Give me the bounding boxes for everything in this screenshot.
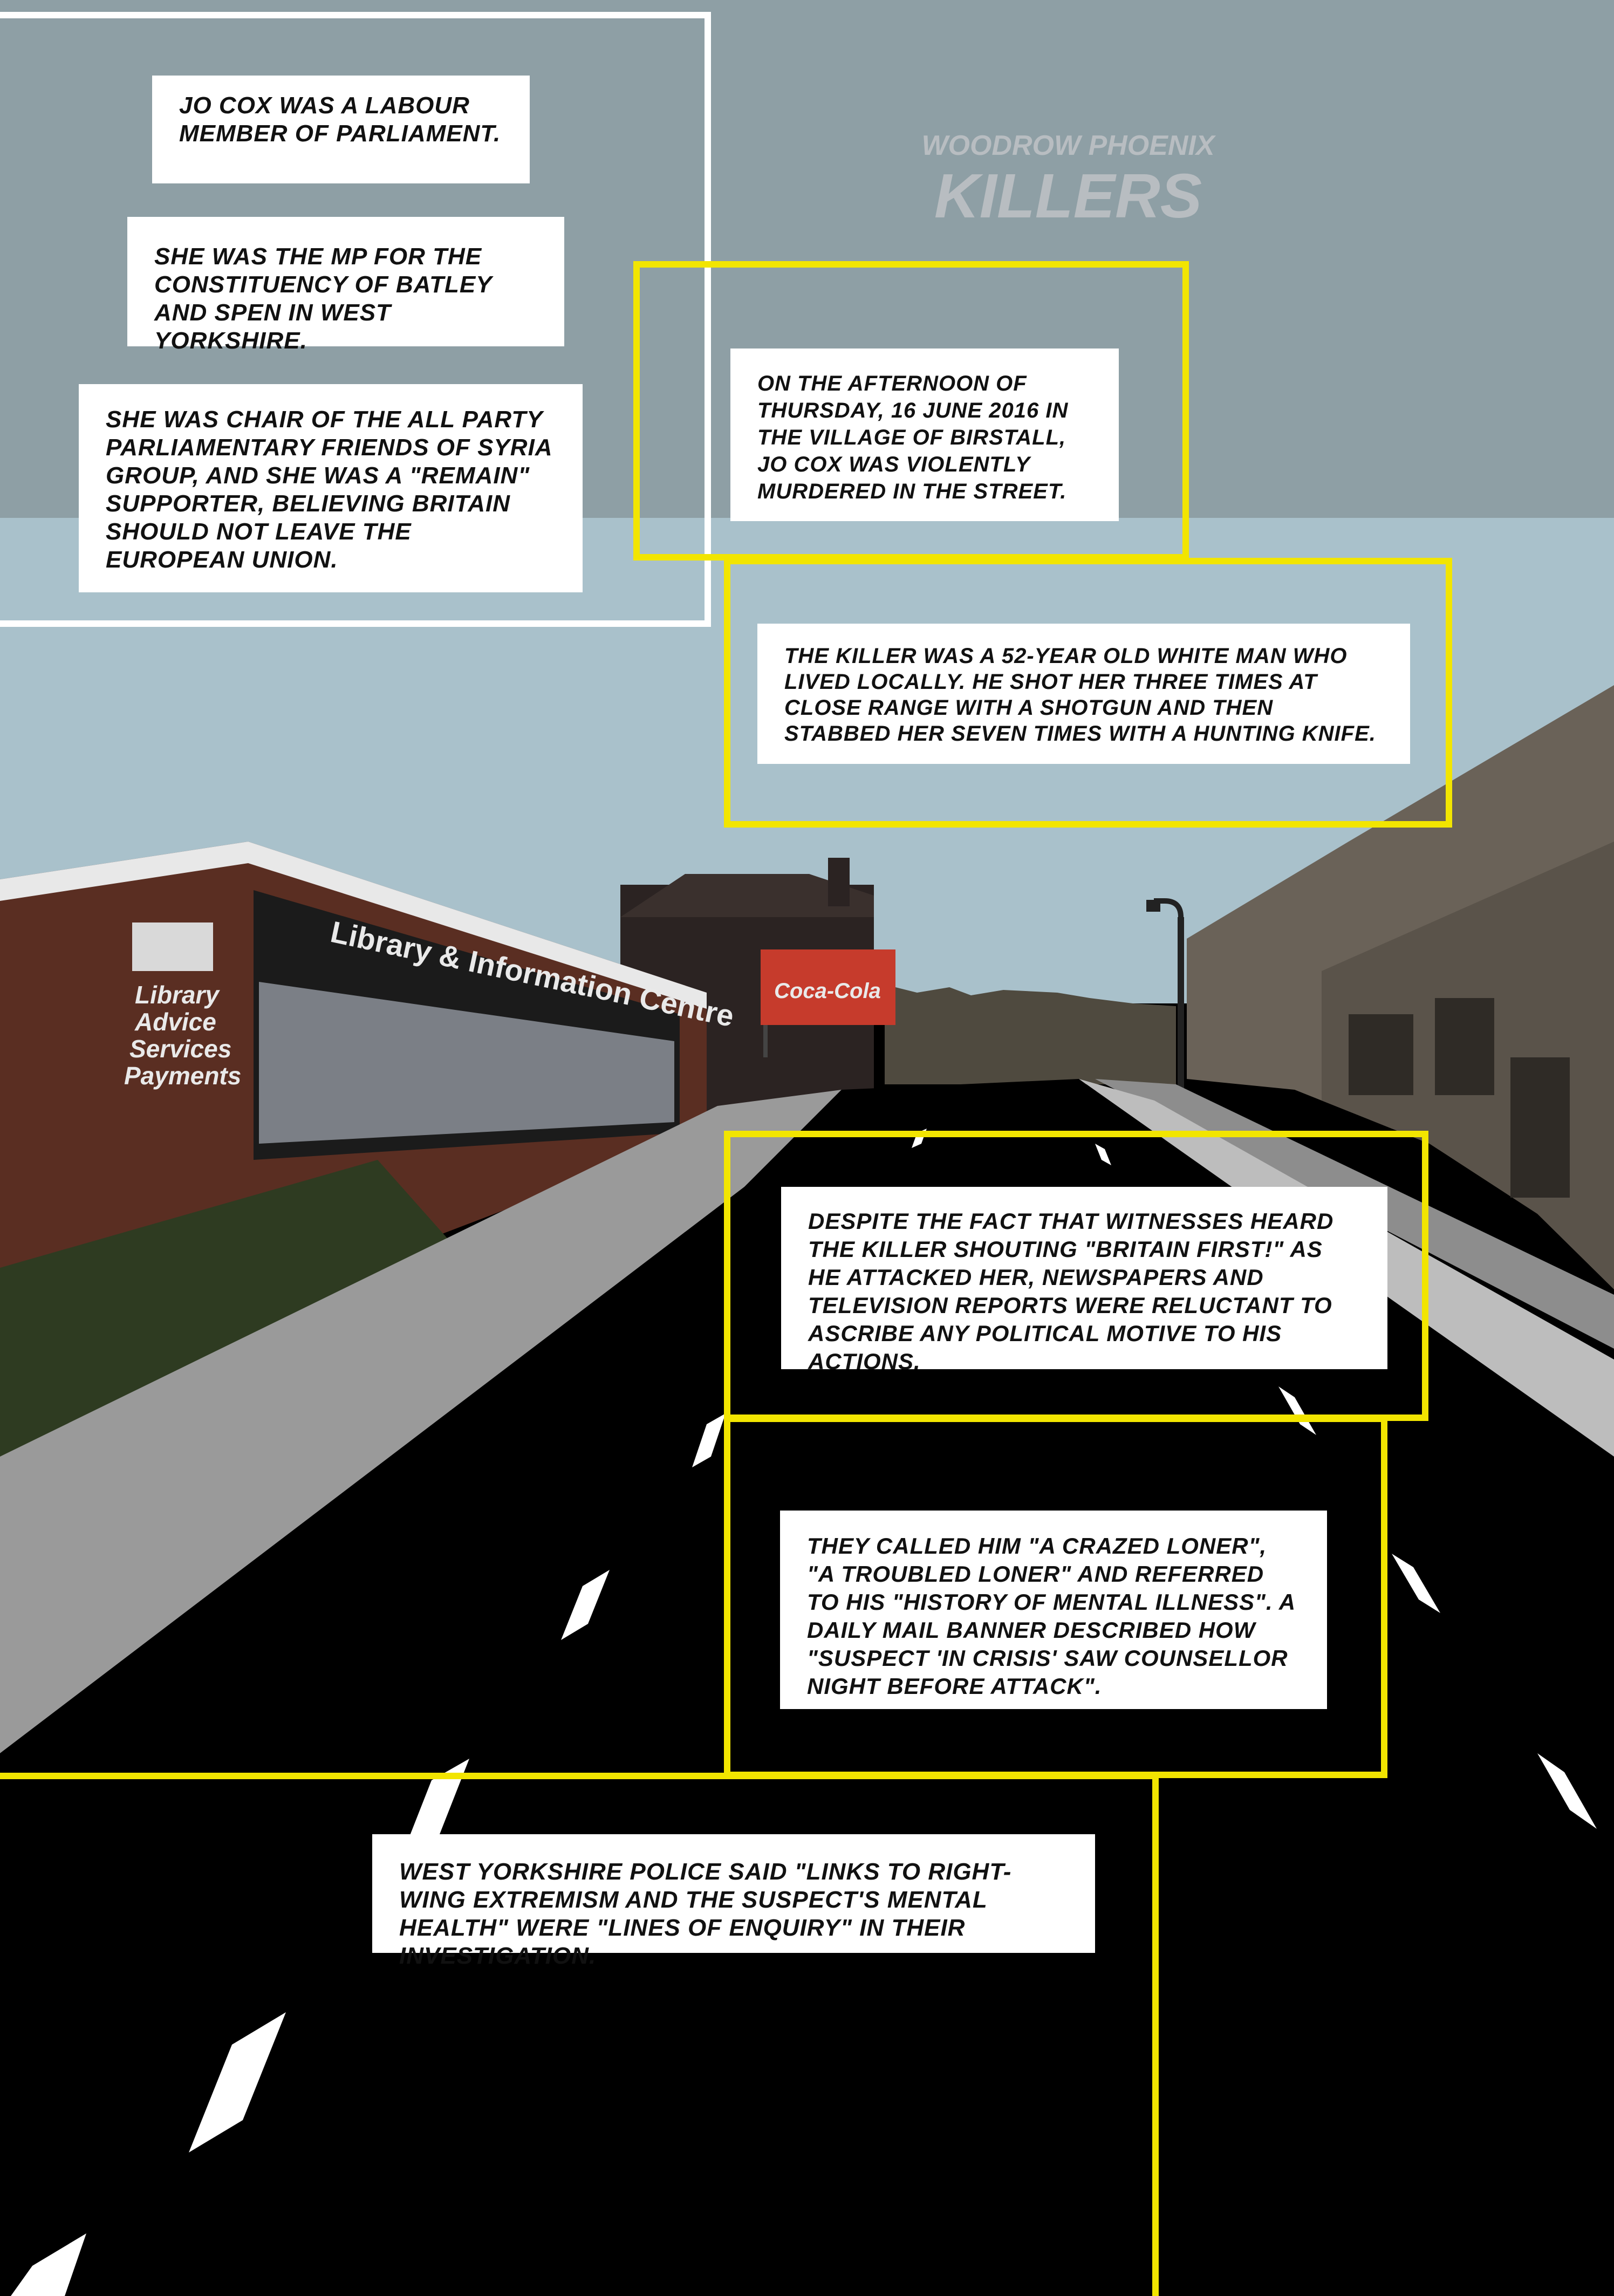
services-line-1: Library xyxy=(135,981,220,1009)
caption-1-name: JO COX xyxy=(179,92,272,119)
distant-buildings xyxy=(885,987,1176,1084)
mid-building-roof xyxy=(620,874,874,917)
right-window xyxy=(1435,998,1494,1095)
right-door xyxy=(1510,1057,1570,1198)
caption-4: ON THE AFTERNOON OF THURSDAY, 16 JUNE 20… xyxy=(730,348,1119,521)
caption-6: DESPITE THE FACT THAT WITNESSES HEARD TH… xyxy=(781,1187,1387,1374)
author-credit: WOODROW PHOENIX xyxy=(921,130,1215,161)
services-line-4: Payments xyxy=(124,1062,241,1090)
caption-8: WEST YORKSHIRE POLICE SAID "LINKS TO RIG… xyxy=(372,1834,1095,1969)
caption-7: THEY CALLED HIM "A CRAZED LONER", "A TRO… xyxy=(780,1511,1327,1709)
caption-1-text: WAS A LABOUR MEMBER OF PARLIAMENT. xyxy=(179,92,501,147)
caption-1: JO COX WAS A LABOUR MEMBER OF PARLIAMENT… xyxy=(152,76,530,183)
services-line-3: Services xyxy=(129,1035,231,1063)
caption-5: THE KILLER WAS A 52-YEAR OLD WHITE MAN W… xyxy=(757,624,1410,764)
caption-2: SHE WAS THE MP FOR THE CONSTITUENCY OF B… xyxy=(127,217,564,354)
panel-frame-top-left xyxy=(0,12,711,627)
billboard-text: Coca-Cola xyxy=(774,979,881,1003)
services-line-2: Advice xyxy=(134,1008,216,1036)
lamp-post xyxy=(1146,898,1184,1111)
panel-frame-5 xyxy=(724,558,1452,828)
hedge xyxy=(0,1160,464,1457)
left-pavement xyxy=(0,1090,842,1753)
caption-3: SHE WAS CHAIR OF THE ALL PARTY PARLIAMEN… xyxy=(79,384,583,592)
billboard: Coca-Cola xyxy=(761,949,895,1057)
right-window xyxy=(1349,1014,1413,1095)
chimney xyxy=(828,858,850,906)
services-panel xyxy=(132,922,213,971)
story-title: KILLERS xyxy=(934,161,1202,231)
panel-frame-8 xyxy=(0,1773,1159,2296)
